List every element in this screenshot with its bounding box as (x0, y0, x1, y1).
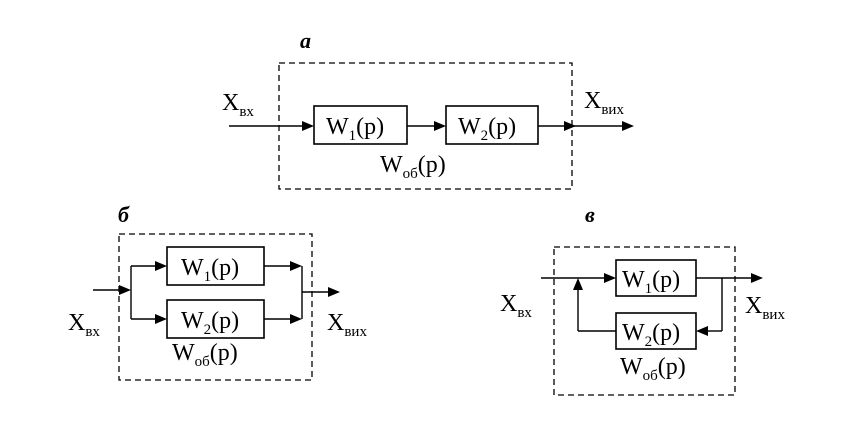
part-v-tag: в (585, 202, 595, 227)
part-b-tag: б (118, 202, 130, 227)
part-v-boundary (553, 246, 736, 396)
part-v-input-arrow (604, 273, 616, 283)
part-b-top-in-arrow (155, 261, 167, 271)
part-b-bottom-in-arrow (155, 314, 167, 324)
part-b-block-w2 (166, 299, 265, 339)
part-a-output-label: Xвих (584, 88, 624, 118)
part-a-series: а Xвх W1(p) W2(p) Xвих Wоб(p) (222, 28, 634, 190)
part-v-feedback-up-arrow (573, 278, 583, 290)
part-v-output-arrow (751, 273, 763, 283)
part-v-feedback: в Xвх W1(p) Xвих W2(p) Wоб(p) (500, 202, 785, 396)
part-v-block-w1-label: W1(p) (622, 267, 680, 297)
part-a-output-arrow (622, 121, 634, 131)
part-b-output-arrow (328, 287, 340, 297)
part-a-block-w1 (313, 105, 408, 145)
part-a-total-label: Wоб(p) (380, 152, 446, 182)
part-b-output-label: Xвих (327, 310, 367, 340)
part-a-block-w2 (445, 105, 539, 145)
part-a-output-arrow-inner (564, 121, 576, 131)
part-b-bottom-out-arrow (290, 314, 302, 324)
part-a-block-w1-label: W1(p) (326, 114, 384, 144)
part-v-total-label: Wоб(p) (620, 354, 686, 384)
part-v-output-label: Xвих (745, 293, 785, 323)
part-b-boundary (118, 233, 313, 381)
part-a-tag: а (300, 28, 311, 53)
part-b-total-label: Wоб(p) (172, 340, 238, 370)
part-v-input-label: Xвх (500, 291, 532, 321)
part-a-block-w2-label: W2(p) (458, 114, 516, 144)
part-b-input-arrow (119, 285, 131, 295)
part-v-block-w2 (615, 312, 697, 350)
part-b-parallel: б Xвх W1(p) W2(p) Xвих Wоб(p) (68, 202, 367, 381)
part-a-input-arrow (302, 121, 314, 131)
part-b-input-label: Xвх (68, 310, 100, 340)
part-b-block-w1-label: W1(p) (181, 255, 239, 285)
part-b-top-out-arrow (290, 261, 302, 271)
part-a-link-arrow (434, 121, 446, 131)
part-v-block-w2-label: W2(p) (622, 320, 680, 350)
part-b-block-w1 (166, 246, 265, 286)
part-b-block-w2-label: W2(p) (181, 308, 239, 338)
part-v-block-w1 (615, 259, 697, 297)
part-a-input-label: Xвх (222, 90, 254, 120)
part-v-feedback-in-arrow (696, 326, 708, 336)
